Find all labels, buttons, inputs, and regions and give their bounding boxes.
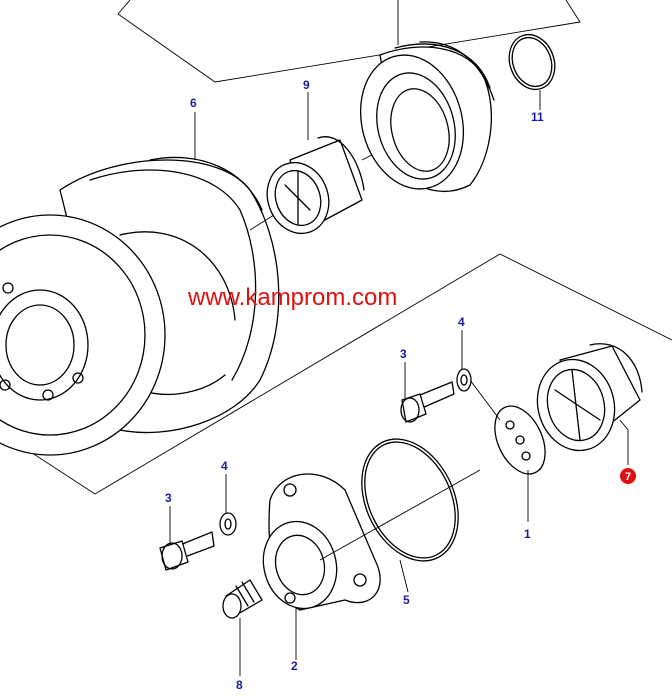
- callout-9: 9: [303, 78, 310, 92]
- bushing-7: [536, 343, 643, 452]
- callout-4-lower: 4: [221, 459, 228, 473]
- collar-ring: [359, 41, 495, 192]
- track-roller-body: [0, 156, 331, 456]
- o-ring-5: [361, 438, 459, 562]
- leader-lines: [169, 0, 629, 676]
- callout-3-lower: 3: [165, 491, 172, 505]
- callout-8: 8: [236, 678, 243, 692]
- callout-labels: 6 9 11 3 4 1 5 3 4 2 8: [165, 78, 544, 692]
- callout-3-upper: 3: [400, 347, 407, 361]
- bolt-3-upper: [400, 381, 455, 423]
- bolt-3-lower: [159, 531, 215, 571]
- callout-7: 7: [625, 471, 631, 483]
- o-ring-11: [508, 33, 556, 91]
- plate-1: [469, 379, 546, 475]
- callout-2: 2: [291, 659, 298, 673]
- watermark-text: www.kamprom.com: [187, 284, 397, 311]
- callout-11: 11: [531, 110, 544, 124]
- washer-4-lower: [219, 512, 237, 536]
- callout-1: 1: [524, 527, 531, 541]
- callout-6: 6: [190, 96, 197, 110]
- bushing-9: [266, 119, 441, 235]
- callout-7-highlight: 7: [620, 468, 636, 484]
- callout-4-upper: 4: [458, 315, 465, 329]
- assembly-outline-bottom: [0, 253, 672, 495]
- callout-5: 5: [403, 593, 410, 607]
- housing-cover-2: [262, 469, 481, 611]
- assembly-outline-top: [117, 0, 581, 83]
- grease-fitting-8: [222, 579, 263, 619]
- washer-4-upper: [456, 368, 472, 392]
